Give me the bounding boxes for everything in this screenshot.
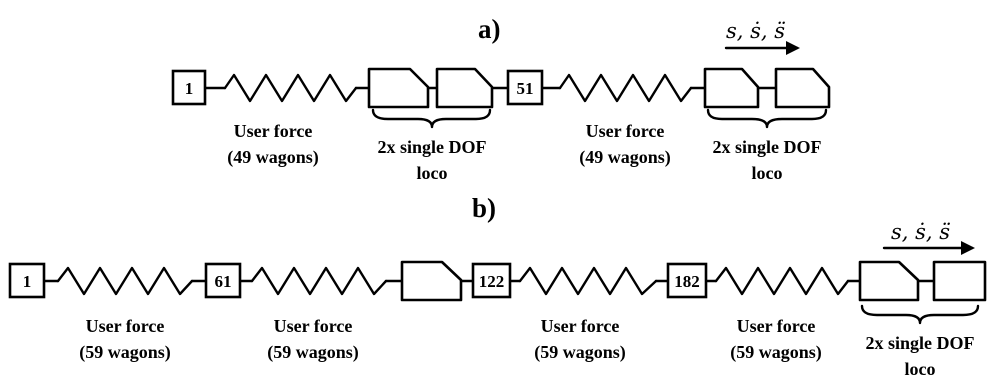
wagon-number: 61 xyxy=(215,272,232,291)
wagon-box-1: 1 xyxy=(8,262,46,299)
arrow-right-icon xyxy=(961,241,975,255)
wagon-box-61: 61 xyxy=(204,262,242,299)
force-label-line2: (49 wagons) xyxy=(227,147,319,168)
diagram-a: a) 1 51 s, ṡ, s̈ U xyxy=(171,14,831,183)
brace-icon xyxy=(371,108,492,129)
force-label-b-2: User force (59 wagons) xyxy=(267,316,359,363)
wagon-number: 1 xyxy=(23,272,32,291)
force-label-b-4: User force (59 wagons) xyxy=(730,316,822,363)
force-label-b-3: User force (59 wagons) xyxy=(534,316,626,363)
spring-b-1 xyxy=(56,266,194,296)
force-label-line1: User force xyxy=(586,121,665,141)
diagram-b-title: b) xyxy=(472,193,496,223)
wagon-number: 122 xyxy=(479,272,505,291)
loco-label-a-1: 2x single DOF loco xyxy=(377,137,486,183)
arrow-right-icon xyxy=(786,41,800,55)
wagon-box-122: 122 xyxy=(471,262,512,299)
loco-icon xyxy=(932,260,987,302)
spring-a-2 xyxy=(558,73,693,103)
wagon-number: 1 xyxy=(185,79,194,98)
loco-label-line2: loco xyxy=(905,359,936,379)
spring-a-1 xyxy=(223,73,358,103)
loco-label-line2: loco xyxy=(752,163,783,183)
loco-label-line2: loco xyxy=(417,163,448,183)
force-label-line2: (59 wagons) xyxy=(267,342,359,363)
brace-icon xyxy=(706,108,828,129)
force-label-a-1: User force (49 wagons) xyxy=(227,121,319,168)
loco-icon xyxy=(703,67,760,109)
loco-icon xyxy=(858,260,920,302)
force-label-line2: (59 wagons) xyxy=(79,342,171,363)
loco-icon xyxy=(367,67,430,109)
wagon-number: 182 xyxy=(674,272,700,291)
diagram-b: b) 1 61 122 182 xyxy=(8,193,987,379)
brace-icon xyxy=(860,304,980,325)
wagon-box-1: 1 xyxy=(171,69,207,106)
spring-b-4 xyxy=(714,266,850,296)
spring-b-2 xyxy=(250,266,388,296)
motion-label: s, ṡ, s̈ xyxy=(726,19,785,43)
motion-label: s, ṡ, s̈ xyxy=(891,220,950,244)
wagon-box-182: 182 xyxy=(666,262,708,299)
force-label-line1: User force xyxy=(86,316,165,336)
loco-label-a-2: 2x single DOF loco xyxy=(712,137,821,183)
force-label-b-1: User force (59 wagons) xyxy=(79,316,171,363)
loco-label-b-1: 2x single DOF loco xyxy=(865,333,974,379)
force-label-line1: User force xyxy=(274,316,353,336)
force-label-line2: (59 wagons) xyxy=(534,342,626,363)
loco-icon xyxy=(774,67,831,109)
force-label-line2: (49 wagons) xyxy=(579,147,671,168)
loco-label-line1: 2x single DOF xyxy=(712,137,821,157)
force-label-line1: User force xyxy=(541,316,620,336)
wagon-number: 51 xyxy=(517,79,534,98)
force-label-line2: (59 wagons) xyxy=(730,342,822,363)
loco-icon xyxy=(400,260,463,302)
spring-b-3 xyxy=(518,266,658,296)
loco-label-line1: 2x single DOF xyxy=(377,137,486,157)
force-label-a-2: User force (49 wagons) xyxy=(579,121,671,168)
wagon-box-51: 51 xyxy=(506,69,544,106)
loco-icon xyxy=(435,67,494,109)
force-label-line1: User force xyxy=(234,121,313,141)
loco-label-line1: 2x single DOF xyxy=(865,333,974,353)
diagram-a-title: a) xyxy=(478,14,501,44)
force-label-line1: User force xyxy=(737,316,816,336)
